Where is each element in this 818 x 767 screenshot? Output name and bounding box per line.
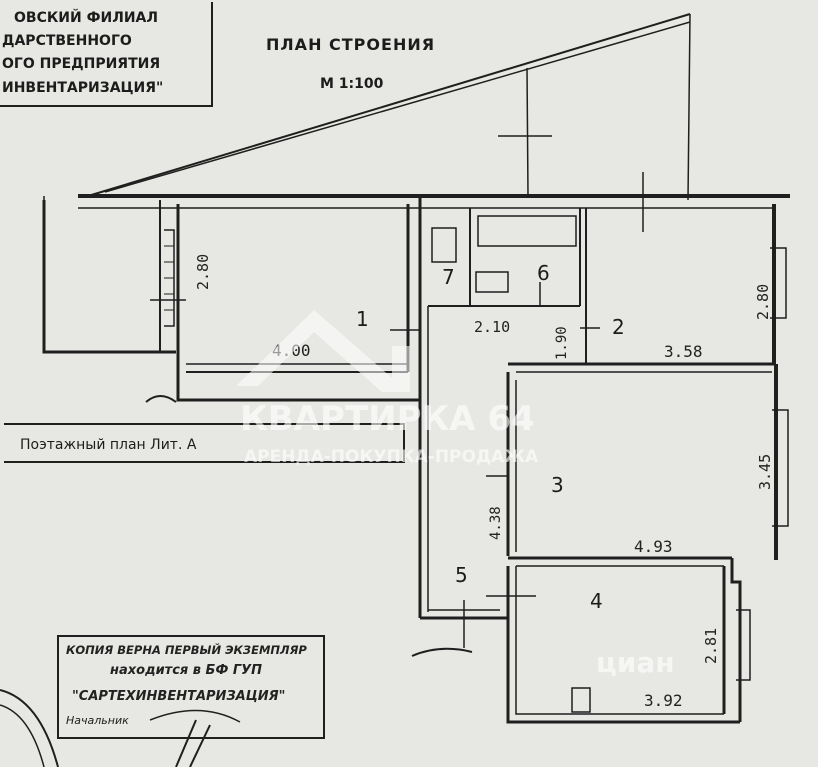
copy-stamp: КОПИЯ ВЕРНА ПЕРВЫЙ ЭКЗЕМПЛЯР находится в… xyxy=(57,635,325,739)
copy-stamp-line-2: находится в БФ ГУП xyxy=(110,663,262,678)
signature xyxy=(149,709,241,723)
round-seal-fragment xyxy=(0,689,59,767)
floor-plan-label: Поэтажный план Лит. А xyxy=(20,437,197,453)
room-6-number: 6 xyxy=(537,261,550,285)
copy-stamp-line-1: КОПИЯ ВЕРНА ПЕРВЫЙ ЭКЗЕМПЛЯР xyxy=(66,642,307,657)
roof-lines xyxy=(87,13,691,232)
room-3-number: 3 xyxy=(551,473,564,497)
corridor-width: 2.10 xyxy=(474,318,510,336)
corridor-depth: 1.90 xyxy=(554,326,570,360)
plan-title: ПЛАН СТРОЕНИЯ xyxy=(266,35,435,54)
room-2-width: 3.58 xyxy=(664,342,703,361)
plan-scale: М 1:100 xyxy=(320,76,384,92)
room-4-number: 4 xyxy=(590,589,603,613)
room-4-depth: 2.81 xyxy=(702,628,720,664)
room-2-depth: 2.80 xyxy=(754,284,772,320)
room-2-number: 2 xyxy=(612,315,625,339)
header-stamp-line-2: ДАРСТВЕННОГО xyxy=(2,33,132,49)
room-5-number: 5 xyxy=(455,563,468,587)
header-stamp-line-4: ИНВЕНТАРИЗАЦИЯ" xyxy=(2,80,163,96)
watermark-tagline: АРЕНДА-ПОКУПКА-ПРОДАЖА xyxy=(244,447,539,467)
watermark-corner: циан xyxy=(596,646,675,679)
watermark-brand: КВАРТИРКА 64 xyxy=(240,399,535,439)
header-stamp-line-3: ОГО ПРЕДПРИЯТИЯ xyxy=(2,56,160,72)
signature-strokes xyxy=(175,719,211,767)
room-7-number: 7 xyxy=(442,265,455,289)
room-1-height: 2.80 xyxy=(194,254,212,290)
room-3-width: 4.93 xyxy=(634,537,673,556)
room-5-length: 4.38 xyxy=(488,506,504,540)
header-stamp-line-1: ОВСКИЙ ФИЛИАЛ xyxy=(14,9,158,26)
watermark-house-logo xyxy=(236,310,410,392)
header-stamp: ОВСКИЙ ФИЛИАЛ ДАРСТВЕННОГО ОГО ПРЕДПРИЯТ… xyxy=(0,2,213,107)
floor-plan-label-band: Поэтажный план Лит. А xyxy=(4,423,405,463)
room-1-number: 1 xyxy=(356,307,369,331)
room-3-depth: 3.45 xyxy=(756,454,774,490)
copy-stamp-line-3: "САРТЕХИНВЕНТАРИЗАЦИЯ" xyxy=(72,689,285,704)
room-4-width: 3.92 xyxy=(644,691,683,710)
watermark: КВАРТИРКА 64 АРЕНДА-ПОКУПКА-ПРОДАЖА циан xyxy=(236,310,675,679)
copy-stamp-line-4: Начальник xyxy=(66,714,129,727)
